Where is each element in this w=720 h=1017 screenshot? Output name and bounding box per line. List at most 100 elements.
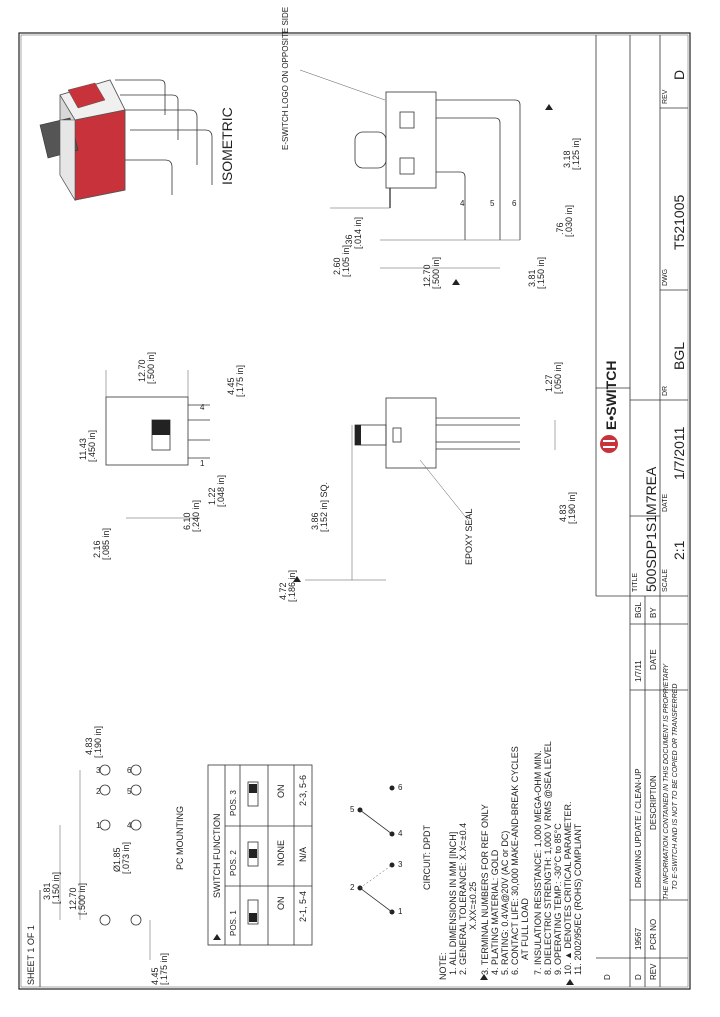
scale-value: 2:1 (671, 540, 687, 560)
critical-triangle-icon (545, 104, 553, 110)
label-notes-items-9: 8. DIELECTRIC STRENGTH: 1,000 V RMS @SEA… (543, 741, 553, 975)
slider-pos1-icon (247, 899, 259, 925)
label-end_view-dims-1: [.125 in] (571, 138, 581, 170)
label-side_view-dims-3: [.186 in] (287, 570, 297, 602)
label-pc_mounting-dims-7: [.073 in] (121, 842, 131, 874)
notes: NOTE: 1. ALL DIMENSIONS IN MM [INCH] 2. … (438, 741, 583, 980)
label-switch_table-row_state-0: ON (276, 897, 286, 911)
label-end_view-dims-9: [.150 in] (536, 257, 546, 289)
circuit-label: CIRCUIT: DPDT (422, 824, 432, 890)
end-view: 4 5 6 E-SWITCH LOGO ON OPPOSITE SIDE 3.1… (281, 7, 581, 289)
label-switch_table-row_state-2: ON (276, 785, 286, 799)
title-block: SCALE 2:1 TITLE 500SDP1S1M7REA DATE 1/7/… (595, 35, 688, 597)
label-end_view-dims-0: 3.18 (562, 150, 572, 168)
label-top_view-dims-6: 2.16 (92, 540, 102, 558)
label-top_view-dims-7: [.085 in] (101, 528, 111, 560)
circuit-diagram: 1 2 3 4 5 6 CIRCUIT: DPDT (350, 783, 432, 916)
label-pc_mounting-dims-3: [.150 in] (51, 872, 61, 904)
label-pc_mounting-terminals-1: 2 (96, 787, 101, 796)
label-switch_table-headers-2: POS. 3 (229, 790, 238, 816)
rev-row-date: 1/7/11 (634, 660, 643, 682)
label-switch_table-headers-1: POS. 2 (229, 850, 238, 876)
label-notes-items-8: 7. INSULATION RESISTANCE: 1,000 MEGA-OHM… (533, 750, 543, 975)
rev-label: REV (662, 89, 669, 104)
label-notes-items-10: 9. OPERATING TEMP.: -30°C to 85°C (553, 823, 563, 975)
label-notes-items-4: 4. PLATING MATERIAL: GOLD (490, 849, 500, 975)
label-top_view-dims-8: 6.10 (182, 512, 192, 530)
dwg-label: DWG (662, 269, 669, 286)
label-top_view-dims-1: [.450 in] (87, 430, 97, 462)
label-pc_mounting-dims-0: 4.83 (84, 737, 94, 755)
label-notes-items-5: 5. RATING: 0.4VA@20V (AC or DC) (500, 831, 510, 975)
label-top_view-terminals-0: 4 (200, 403, 205, 412)
label-side_view-dims-7: [.190 in] (567, 492, 577, 524)
isometric-view: ISOMETRIC (39, 79, 235, 202)
label-switch_table-row_state-1: NONE (276, 840, 286, 866)
label-end_view-terminals-2: 6 (512, 199, 517, 208)
label-side_view-dims-6: 4.83 (558, 504, 568, 522)
top-view-body (105, 396, 189, 466)
label-end_view-dims-10: .76 (555, 222, 565, 235)
label-end_view-dims-7: [.500 in] (431, 257, 441, 289)
label-circuit-terminals-5: 6 (398, 783, 403, 792)
rev-col-by: BY (649, 607, 658, 618)
date-label: DATE (662, 494, 669, 512)
sheet-number: SHEET 1 OF 1 (26, 925, 36, 985)
label-pc_mounting-dims-6: Ø1.85 (112, 847, 122, 872)
label-side_view-dims-0: 3.86 (310, 512, 320, 530)
label-side_view-dims-2: 4.72 (278, 582, 288, 600)
label-top_view-dims-4: 4.45 (226, 377, 236, 395)
label-end_view-dims-2: 2.60 (332, 257, 342, 275)
label-top_view-dims-9: [.240 in] (191, 500, 201, 532)
date-value: 1/7/2011 (671, 426, 687, 480)
rev-row-rev: D (634, 974, 643, 980)
proprietary-line-2: TO E-SWITCH AND IS NOT TO BE COPIED OR T… (672, 684, 679, 890)
isometric-label: ISOMETRIC (219, 107, 235, 185)
critical-triangle-icon (213, 934, 221, 940)
rev-col-date: DATE (649, 649, 658, 670)
e-switch-logo-mark (600, 435, 618, 453)
dwg-value: T521005 (671, 195, 687, 250)
label-top_view-dims-2: 12.70 (137, 359, 147, 382)
label-pc_mounting-dims-4: 12.70 (68, 887, 78, 910)
label-pc_mounting-terminals-4: 5 (127, 787, 132, 796)
label-circuit-terminals-2: 3 (398, 860, 403, 869)
side-view-body (385, 397, 437, 469)
critical-triangle-icon (293, 576, 301, 582)
label-notes-items-3: 3. TERMINAL NUMBERS FOR REF ONLY (480, 804, 490, 975)
label-notes-items-2: X.XX=±0.25 (468, 882, 478, 930)
label-end_view-dims-6: 12.70 (422, 264, 432, 287)
label-pc_mounting-terminals-5: 6 (127, 766, 132, 775)
label-notes-items-6: 6. CONTACT LIFE: 30,000 MAKE-AND-BREAK C… (510, 746, 520, 975)
revision-block: D 19567 DRAWING UPDATE / CLEAN-UP 1/7/11… (596, 596, 688, 987)
label-circuit-terminals-1: 2 (350, 883, 355, 892)
label-end_view-terminals-0: 4 (460, 199, 465, 208)
label-top_view-dims-3: [.500 in] (146, 352, 156, 384)
label-top_view-dims-10: 1.22 (207, 487, 217, 505)
scale-label: SCALE (662, 569, 669, 592)
rev-row-by: BGL (634, 601, 643, 618)
title-value: 500SDP1S1M7REA (643, 466, 659, 592)
label-end_view-dims-3: [.105 in] (341, 245, 351, 277)
label-pc_mounting-terminals-0: 1 (96, 821, 101, 830)
label-pc_mounting-dims-2: 3.81 (42, 882, 52, 900)
label-pc_mounting-dims-5: [.500 in] (77, 883, 87, 915)
label-top_view-dims-5: [.175 in] (235, 365, 245, 397)
critical-triangle-icon (566, 979, 574, 985)
label-circuit-terminals-4: 5 (350, 805, 355, 814)
label-pc_mounting-dims-1: [.190 in] (93, 726, 103, 758)
slider-pos2-icon (247, 841, 259, 867)
label-notes-items-7: AT FULL LOAD (520, 898, 530, 960)
proprietary-line-1: THE INFORMATION CONTAINED IN THIS DOCUME… (663, 662, 670, 900)
e-switch-logo: E•SWITCH (600, 361, 619, 453)
label-end_view-dims-11: [.030 in] (564, 205, 574, 237)
label-notes-items-11: 10. ▲ DENOTES CRITICAL PARAMETER. (563, 802, 573, 975)
label-side_view-dims-1: [.152 in] SQ. (319, 482, 329, 532)
notes-heading: NOTE: (438, 952, 448, 980)
critical-triangle-icon (452, 279, 460, 285)
label-switch_table-row_conn-2: 2-3, 5-6 (298, 775, 308, 806)
label-switch_table-row_conn-1: N/A (298, 847, 308, 862)
label-side_view-dims-5: [.050 in] (553, 362, 563, 394)
dr-value: BGL (671, 342, 687, 370)
title-label: TITLE (632, 573, 639, 592)
